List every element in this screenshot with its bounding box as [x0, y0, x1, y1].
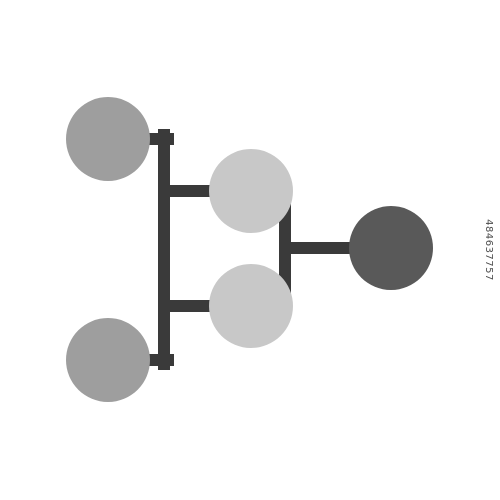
- root-node: [349, 206, 433, 290]
- middle-node-upper: [209, 149, 293, 233]
- middle-node-lower: [209, 264, 293, 348]
- stock-image-id: 484637757: [483, 219, 494, 281]
- leaf-node-top: [66, 97, 150, 181]
- leaf-node-bottom: [66, 318, 150, 402]
